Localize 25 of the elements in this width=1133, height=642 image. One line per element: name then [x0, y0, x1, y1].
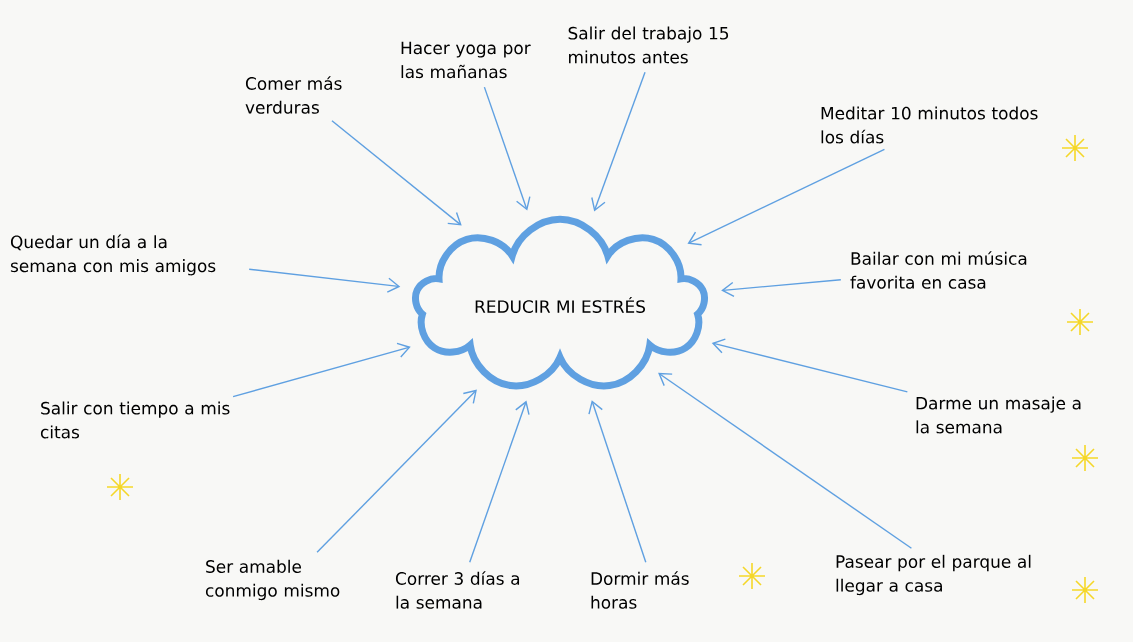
note-text: Quedar un día a la semana con mis amigos	[10, 234, 216, 276]
note-text: Darme un masaje a la semana	[916, 396, 1081, 434]
note-text: Meditar 10 minutos todos los días	[821, 106, 1038, 144]
note-text: Ser amable conmigo mismo	[205, 559, 340, 601]
note-text: Correr 3 días a la semana	[395, 571, 520, 609]
cloud: REDUCIR MI ESTRÉS	[412, 215, 708, 390]
arrow	[232, 342, 411, 398]
arrow	[483, 86, 531, 211]
arrow	[316, 389, 477, 554]
arrow	[721, 279, 842, 298]
arrow	[711, 338, 909, 393]
note-text: Salir del trabajo 15 minutos antes	[568, 26, 729, 64]
arrow	[687, 148, 886, 246]
note-text: Comer más verduras	[245, 76, 342, 114]
note-text: Salir con tiempo a mis citas	[40, 401, 230, 439]
arrow	[248, 268, 401, 293]
note-text: Bailar con mi música favorita en casa	[850, 251, 1027, 289]
arrow	[591, 71, 646, 212]
arrow	[469, 400, 530, 563]
note-text: Hacer yoga por las mañanas	[401, 41, 531, 79]
arrow	[658, 372, 913, 549]
note-text: Pasear por el parque al llegar a casa	[836, 554, 1031, 596]
note-text: Dormir más horas	[591, 571, 689, 609]
arrow	[331, 120, 462, 226]
arrow	[588, 400, 647, 563]
